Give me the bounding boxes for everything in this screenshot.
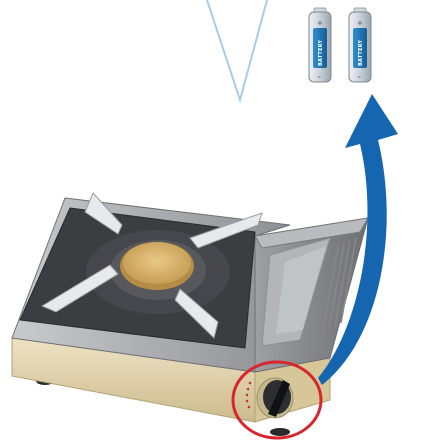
stove-foot: [270, 428, 290, 436]
battery-positive-mark: +: [317, 19, 323, 27]
battery-positive-mark: +: [357, 19, 363, 27]
battery-negative-mark: -: [318, 73, 321, 81]
battery-label: BATTERY: [318, 40, 324, 66]
ignition-knob: [257, 378, 293, 418]
battery-label: BATTERY: [358, 40, 364, 66]
battery-right: + - BATTERY: [349, 8, 371, 82]
flame-outline-icon: [207, 0, 267, 100]
battery-negative-mark: -: [358, 73, 361, 81]
battery-left: + - BATTERY: [309, 8, 331, 82]
gas-stove: [12, 193, 368, 436]
